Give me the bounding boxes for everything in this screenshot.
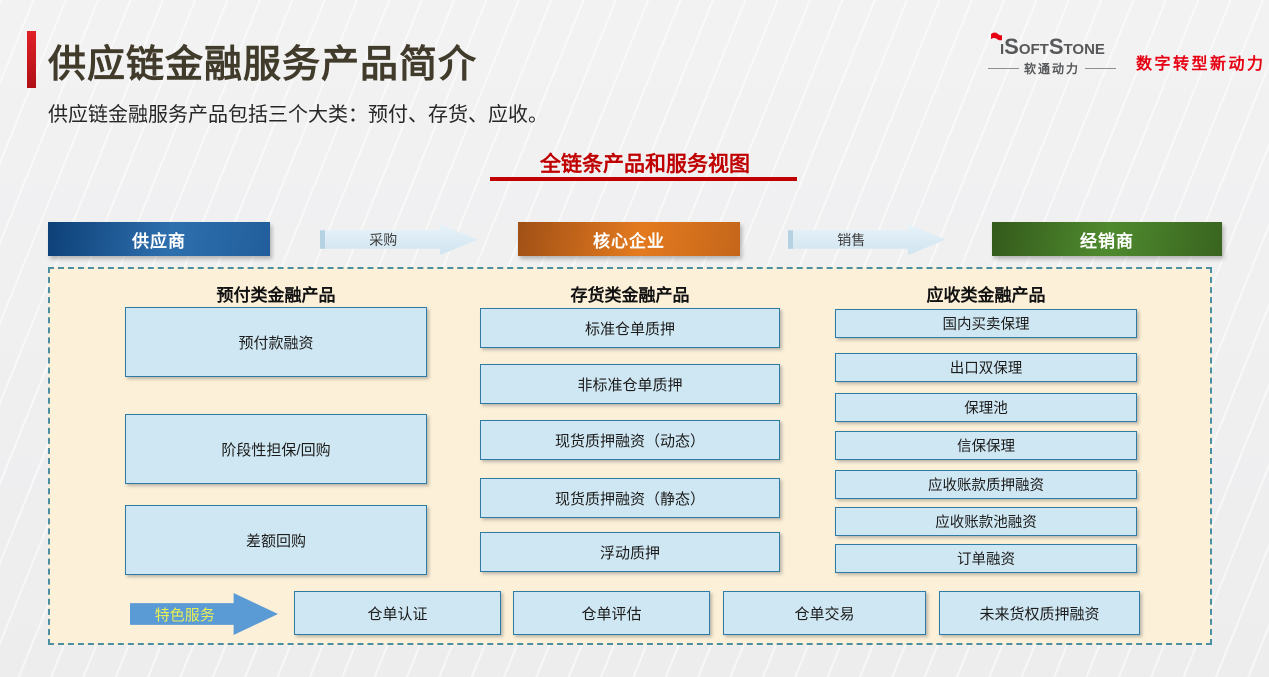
product-box: 订单融资 xyxy=(835,544,1137,573)
logo-chinese-name: 软通动力 xyxy=(1024,62,1081,76)
flow-arrow-purchase: 采购 xyxy=(320,224,478,255)
column-header-prepayment: 预付类金融产品 xyxy=(216,286,336,305)
product-box: 阶段性担保/回购 xyxy=(125,414,427,484)
isoftstone-flag-icon xyxy=(988,32,1003,54)
product-box: 国内买卖保理 xyxy=(835,309,1137,338)
special-service-box: 仓单认证 xyxy=(294,591,501,635)
sales-arrow-label: 销售 xyxy=(837,231,866,248)
product-box: 预付款融资 xyxy=(125,307,427,377)
flow-node-core-enterprise: 核心企业 xyxy=(518,222,740,256)
column-header-receivables: 应收类金融产品 xyxy=(926,286,1046,305)
logo-brand-text: iSoftStone xyxy=(1000,34,1105,59)
product-box: 保理池 xyxy=(835,393,1137,422)
isoftstone-logo: iSoftStone 软通动力 xyxy=(988,32,1128,77)
product-box: 标准仓单质押 xyxy=(480,308,780,348)
logo-right-rule xyxy=(1085,68,1117,69)
special-services-label: 特色服务 xyxy=(154,606,215,624)
flow-node-supplier: 供应商 xyxy=(48,222,270,256)
flow-arrow-sales: 销售 xyxy=(788,224,946,255)
section-heading: 全链条产品和服务视图 xyxy=(540,153,750,176)
purchase-arrow-label: 采购 xyxy=(369,231,398,248)
product-box: 信保保理 xyxy=(835,431,1137,460)
special-service-box: 仓单交易 xyxy=(723,591,926,635)
column-header-inventory: 存货类金融产品 xyxy=(570,286,690,305)
product-box: 现货质押融资（动态） xyxy=(480,420,780,460)
slide-subtitle: 供应链金融服务产品包括三个大类：预付、存货、应收。 xyxy=(48,104,548,126)
product-box: 现货质押融资（静态） xyxy=(480,478,780,518)
title-accent-bar xyxy=(27,31,36,88)
logo-tagline: 数字转型新动力 xyxy=(1136,56,1266,73)
product-box: 差额回购 xyxy=(125,505,427,575)
product-box: 浮动质押 xyxy=(480,532,780,572)
page-title: 供应链金融服务产品简介 xyxy=(48,44,478,86)
logo-chinese-row: 软通动力 xyxy=(988,60,1117,77)
product-box: 应收账款质押融资 xyxy=(835,470,1137,499)
logo-left-rule xyxy=(988,68,1019,69)
product-box: 出口双保理 xyxy=(835,353,1137,382)
flow-node-dealer: 经销商 xyxy=(992,222,1222,256)
product-box: 非标准仓单质押 xyxy=(480,364,780,404)
section-heading-underline xyxy=(490,177,797,181)
special-service-box: 仓单评估 xyxy=(513,591,710,635)
products-panel: 预付类金融产品 存货类金融产品 应收类金融产品 预付款融资 阶段性担保/回购 差… xyxy=(48,267,1212,645)
product-box: 应收账款池融资 xyxy=(835,507,1137,536)
special-service-box: 未来货权质押融资 xyxy=(939,591,1140,635)
special-services-arrow: 特色服务 xyxy=(130,593,278,635)
